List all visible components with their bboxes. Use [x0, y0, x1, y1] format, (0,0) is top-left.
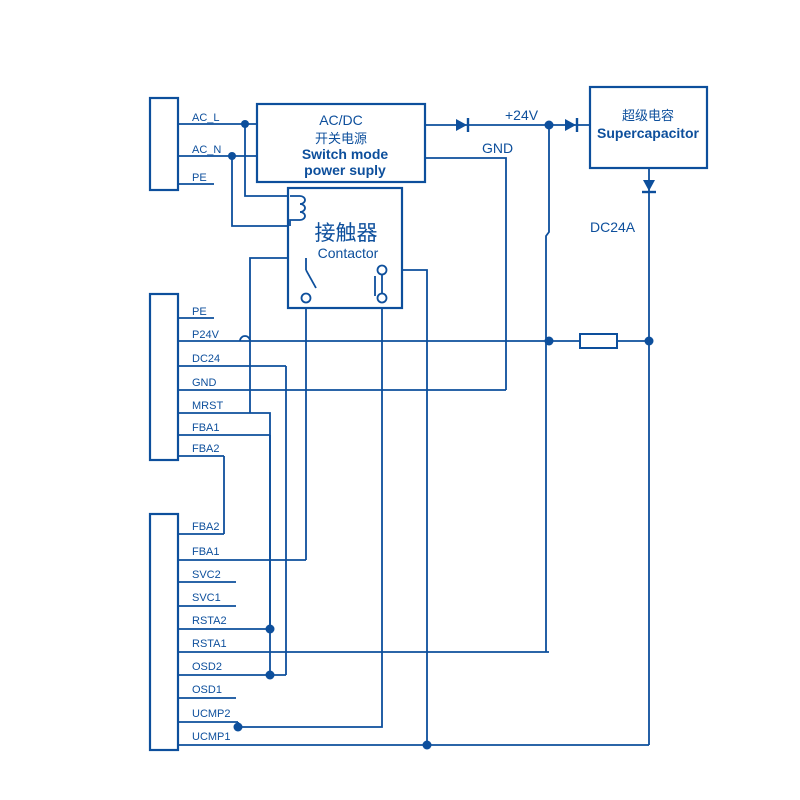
pin-pe: PE [192, 172, 207, 184]
wire-crossings [239, 335, 251, 342]
supercap-block: 超级电容 Supercapacitor [588, 85, 709, 170]
pin-ucmp1: UCMP1 [192, 731, 231, 743]
pin-pe-2: PE [192, 306, 207, 318]
psu-subtitle-zh: 开关电源 [315, 132, 367, 147]
fuse [579, 333, 618, 349]
diode-supercap [565, 118, 579, 132]
junction-dots [228, 120, 654, 750]
label-gnd: GND [482, 140, 513, 156]
pin-gnd: GND [192, 377, 217, 389]
pin-p24v: P24V [192, 329, 220, 341]
label-dc24a: DC24A [590, 219, 636, 235]
pin-osd2: OSD2 [192, 661, 222, 673]
pin-ucmp2: UCMP2 [192, 708, 231, 720]
connector-2 [148, 292, 180, 462]
pin-fba1-3: FBA1 [192, 546, 220, 558]
pin-svc2: SVC2 [192, 569, 221, 581]
pin-fba2-3: FBA2 [192, 521, 220, 533]
connector-2-pins: PE P24V DC24 GND MRST FBA1 FBA2 [178, 306, 580, 457]
pin-dc24: DC24 [192, 353, 220, 365]
connector-3 [148, 512, 180, 752]
psu-line1: Switch mode [302, 146, 389, 162]
psu-title: AC/DC [319, 112, 363, 128]
supercap-label-zh: 超级电容 [622, 108, 674, 124]
contactor-block: 接触器 Contactor [286, 186, 404, 310]
pin-rsta1: RSTA1 [192, 638, 227, 650]
pin-mrst: MRST [192, 400, 223, 412]
pin-svc1: SVC1 [192, 592, 221, 604]
pin-osd1: OSD1 [192, 684, 222, 696]
coil-icon [289, 195, 306, 226]
connector-1 [148, 96, 180, 192]
pin-fba1: FBA1 [192, 422, 220, 434]
psu-line2: power suply [304, 162, 386, 178]
pin-ac-n: AC_N [192, 144, 221, 156]
label-24v: +24V [505, 107, 539, 123]
connector-1-pins: AC_L AC_N PE [178, 112, 260, 185]
pin-fba2: FBA2 [192, 443, 220, 455]
contactor-label-en: Contactor [318, 245, 379, 261]
psu-block: AC/DC 开关电源 Switch mode power suply [255, 102, 427, 184]
diode-dc24a [642, 180, 656, 194]
pin-ac-l: AC_L [192, 112, 220, 124]
supercap-label-en: Supercapacitor [597, 125, 699, 141]
contactor-label-zh: 接触器 [315, 221, 378, 245]
diode-psu [456, 118, 470, 132]
pin-rsta2: RSTA2 [192, 615, 227, 627]
connector-3-pins: FBA2 FBA1 SVC2 SVC1 RSTA2 RSTA1 OSD2 OSD… [178, 521, 649, 746]
